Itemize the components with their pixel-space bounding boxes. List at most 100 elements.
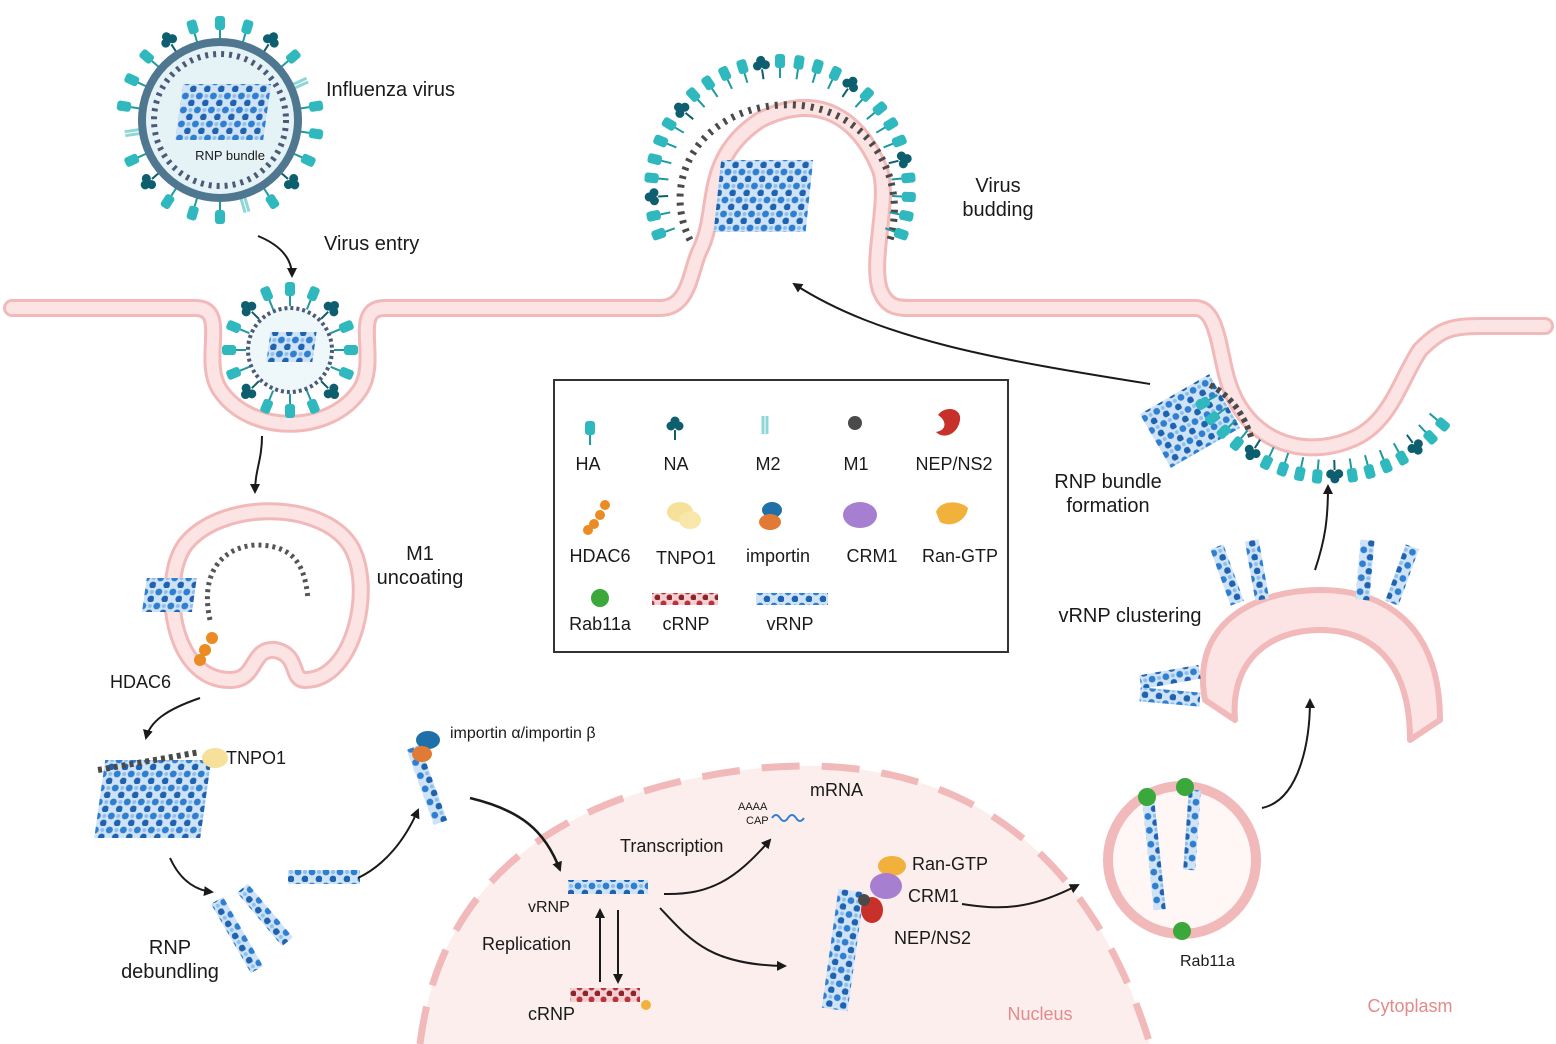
- tnpo1-label: TNPO1: [226, 748, 286, 768]
- membrane-spike: [644, 206, 673, 224]
- membrane-spike: [1425, 408, 1453, 434]
- importin-label: importin α/importin β: [450, 725, 596, 742]
- ha-spike: [224, 361, 253, 382]
- membrane-spike: [862, 99, 890, 125]
- nucleus: [416, 762, 1154, 1044]
- ha-spike: [301, 284, 322, 313]
- legend-label-ran-gtp: Ran-GTP: [922, 546, 998, 566]
- legend-label-crm1: CRM1: [846, 546, 897, 566]
- hdac6-label: HDAC6: [110, 672, 171, 692]
- crnp-icon: [652, 593, 718, 605]
- membrane-spike: [872, 115, 901, 138]
- debundled-rnps: [210, 870, 360, 974]
- nuclear-vrnp: [568, 880, 648, 894]
- legend-label-na: NA: [663, 454, 688, 474]
- membrane-spike: [790, 53, 806, 81]
- membrane-spike: [651, 132, 680, 154]
- membrane-spike: [750, 53, 773, 82]
- export-complex: [821, 856, 906, 1012]
- membrane-spike: [649, 222, 678, 243]
- nep-ns2-icon: [936, 408, 961, 436]
- rnp-label: RNP: [149, 937, 191, 959]
- membrane-spike: [699, 73, 723, 101]
- membrane-spike: [822, 63, 844, 92]
- bundle-formation: [1139, 374, 1255, 468]
- endosome: [141, 502, 370, 689]
- ha-spike: [284, 281, 296, 307]
- nep-ns2-label: NEP/NS2: [894, 928, 971, 948]
- membrane-spike: [834, 71, 864, 103]
- membrane-spike: [716, 63, 738, 92]
- debundling-label: debundling: [121, 961, 219, 983]
- cap-label: CAP: [746, 815, 769, 827]
- crm1-label: CRM1: [908, 886, 959, 906]
- released-rnp-bundle: [94, 748, 228, 838]
- ha-spike: [333, 344, 359, 356]
- ran-gtp-label: Ran-GTP: [912, 854, 988, 874]
- plasma-membrane: [3, 99, 1554, 457]
- arrow-to-bundle: [143, 697, 201, 740]
- arrow-to-budding: [792, 282, 1151, 385]
- vrnp-clustering-label: vRNP clustering: [1058, 605, 1201, 627]
- crnp-label: cRNP: [528, 1004, 575, 1024]
- hdac6-icon: [583, 500, 610, 535]
- ha-spike: [258, 387, 279, 416]
- rab11a-icon: [591, 589, 609, 607]
- clustering-membrane: [1139, 539, 1443, 743]
- arrow-to-vesicle: [961, 884, 1080, 909]
- membrane-spike: [1292, 455, 1310, 483]
- ha-spike: [284, 393, 296, 419]
- legend-label-vrnp: vRNP: [766, 614, 813, 634]
- mrna: AAAA CAP: [738, 801, 805, 827]
- membrane-spike: [643, 186, 670, 207]
- ha-spike: [327, 361, 356, 382]
- ha-spike: [214, 199, 226, 225]
- ha-spike: [327, 318, 356, 339]
- vrnp-label: vRNP: [528, 899, 570, 916]
- membrane-spike: [774, 53, 786, 79]
- m1-label: M1: [406, 543, 434, 565]
- ha-spike: [214, 15, 226, 41]
- vrnp-icon: [756, 593, 828, 605]
- legend-label-crnp: cRNP: [662, 614, 709, 634]
- influenza-virion: RNP bundle: [115, 15, 325, 225]
- cytoplasm-label: Cytoplasm: [1367, 996, 1452, 1016]
- legend-label-nep-ns2: NEP/NS2: [915, 454, 992, 474]
- membrane-spike: [643, 171, 670, 186]
- nucleus-label: Nucleus: [1007, 1004, 1072, 1024]
- ran-gtp-icon: [936, 502, 968, 525]
- arrow-virus-entry: [257, 235, 297, 278]
- legend-label-tnpo1: TNPO1: [656, 548, 716, 568]
- importin-vrnp: [406, 731, 448, 825]
- tnpo1-icon: [667, 502, 701, 529]
- membrane-spike: [1343, 456, 1360, 484]
- budding-virion: [676, 101, 898, 242]
- membrane-spike: [659, 115, 688, 138]
- arrow-export-complex: [659, 907, 787, 971]
- membrane-spike: [1359, 452, 1378, 481]
- virus-label: Virus: [975, 175, 1020, 197]
- legend-label-ha: HA: [575, 454, 600, 474]
- legend-label-m1: M1: [843, 454, 868, 474]
- crnp-strand: [570, 988, 640, 1002]
- membrane-spike: [885, 148, 915, 173]
- rnp-bundle-formation-label-2: formation: [1066, 495, 1149, 517]
- legend-label-m2: M2: [755, 454, 780, 474]
- arrow-endosome: [250, 435, 263, 494]
- ha-spike: [297, 99, 325, 115]
- rnp-bundle-formation-label-1: RNP bundle: [1054, 471, 1161, 493]
- arrow-to-bundle-formation: [1314, 484, 1333, 571]
- legend-label-hdac6: HDAC6: [569, 546, 630, 566]
- arrow-import: [469, 796, 562, 872]
- rnp-bundle-label: RNP bundle: [195, 148, 265, 163]
- rab11a-vesicle: [1103, 778, 1261, 940]
- virus-entry-label: Virus entry: [324, 233, 419, 255]
- arrow-to-clustering: [1261, 698, 1315, 809]
- budding-label: budding: [962, 199, 1033, 221]
- arrow-transcription: [663, 838, 772, 896]
- ha-spike: [115, 99, 143, 115]
- membrane-spike: [806, 57, 826, 86]
- membrane-spike: [880, 132, 909, 154]
- mrna-label: mRNA: [810, 780, 863, 800]
